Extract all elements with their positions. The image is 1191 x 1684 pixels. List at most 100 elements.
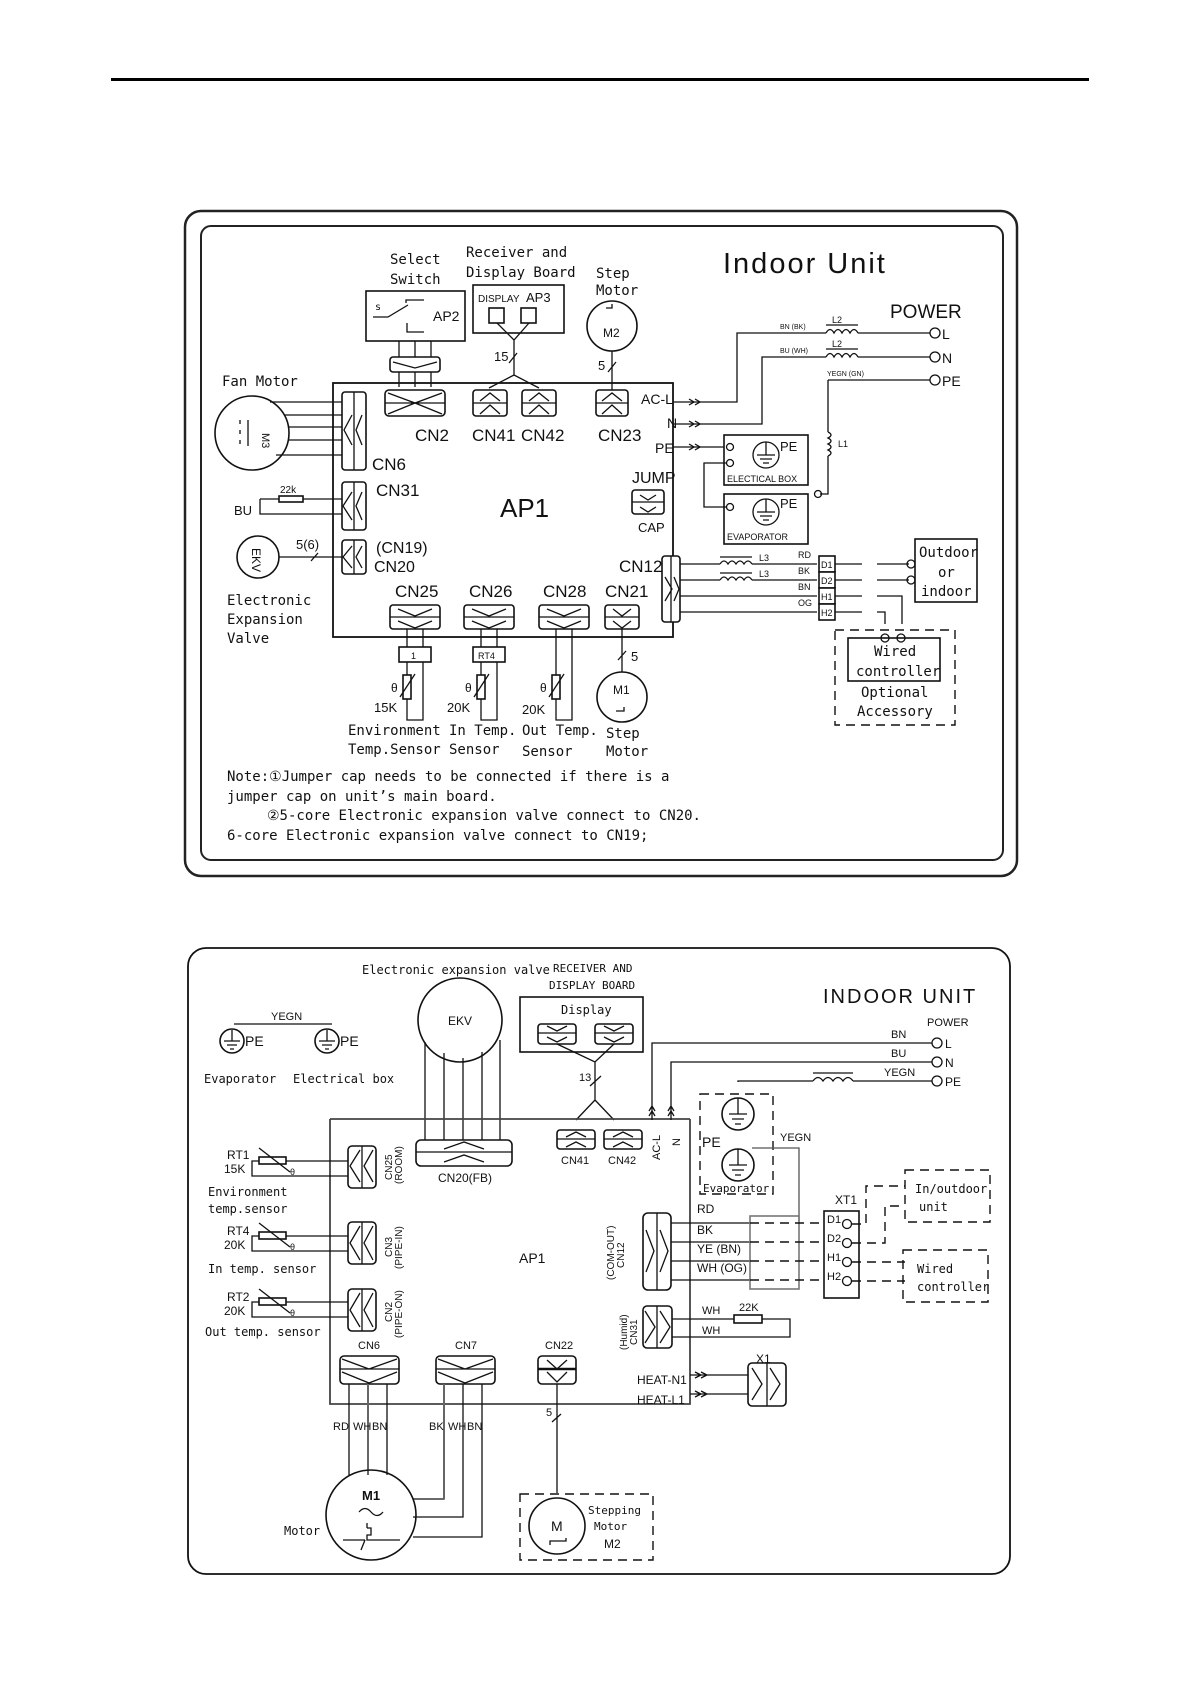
comm-wire-bk: BK [697, 1223, 713, 1237]
stepping-motor-label-2: Motor [594, 1520, 627, 1533]
wired-controller-box [902, 1249, 989, 1303]
select-switch: Select Switch s AP2 [365, 252, 466, 387]
cn2-label: CN2 [384, 1302, 395, 1322]
comm-wire-ye-bn: YE (BN) [697, 1242, 741, 1256]
humid-wire-2: WH [702, 1325, 720, 1337]
step-motor-label-1: Step [596, 266, 630, 282]
thermistor-icon [251, 1288, 348, 1318]
terminal-h2: H2 [821, 608, 833, 618]
theta-symbol: θ [465, 681, 472, 695]
note-line-4: 6-core Electronic expansion valve connec… [227, 828, 648, 844]
header-rule [111, 78, 1089, 81]
sensor-ref: RT2 [227, 1290, 250, 1304]
diagram2-title: INDOOR UNIT [823, 986, 977, 1008]
wire-og-label: OG [798, 598, 812, 608]
in-outdoor-unit-box [904, 1169, 991, 1223]
terminal-d1: D1 [821, 560, 833, 570]
evaporator-label: Evaporator [703, 1182, 770, 1195]
ground-evaporator-label: Evaporator [204, 1072, 276, 1086]
switch-symbol-label: s [375, 302, 381, 313]
motor-step-icon [549, 1538, 567, 1545]
ground-icon [757, 442, 775, 464]
heat-l1-label: HEAT-L1 [637, 1393, 685, 1407]
ekv-label-3: Valve [227, 631, 269, 647]
diagram1-power-label: POWER [890, 302, 962, 323]
cn42-label: CN42 [608, 1155, 636, 1167]
evaporator-label: EVAPORATOR [727, 532, 789, 542]
sensor-value: 15K [224, 1162, 245, 1176]
in-outdoor-label-2: unit [919, 1200, 948, 1214]
cn41-label: CN41 [561, 1155, 589, 1167]
cn25-sub-label: (ROOM) [394, 1146, 405, 1184]
sensor-rt1: RT1 15K θ Environment temp.sensor CN25 (… [208, 1145, 405, 1216]
thermistor-icon [399, 673, 416, 698]
pe-label: PE [780, 439, 798, 454]
resistor-22k-label: 22K [739, 1302, 759, 1314]
terminal-h1: H1 [821, 592, 833, 602]
ac-symbol-icon [358, 1507, 384, 1517]
note-line-2: jumper cap on unit’s main board. [227, 789, 497, 805]
inductor-l1-icon [826, 431, 832, 457]
ground-pe-1: PE [245, 1033, 264, 1049]
ground-icon [757, 499, 775, 521]
cn22-label: CN22 [545, 1340, 573, 1352]
wire-bu-label: BU [891, 1048, 906, 1060]
inductor-l3-label-2: L3 [759, 569, 769, 579]
ekv-label-2: Expansion [227, 612, 303, 628]
display-board: Receiver and Display Board DISPLAY AP3 1… [466, 245, 576, 389]
cn6-label: CN6 [358, 1340, 380, 1352]
fan-motor-ref: M1 [362, 1488, 380, 1503]
optional-label-1: Optional [861, 685, 928, 701]
cn20-connector [415, 1139, 513, 1167]
humidity-wire-label: BU [234, 503, 252, 518]
cn7-label: CN7 [455, 1340, 477, 1352]
sensor-in-temp: RT4 θ 20K In Temp. Sensor [447, 629, 516, 758]
wire-yegn-gn-label: YEGN (GN) [827, 371, 864, 378]
terminal-d2: D2 [827, 1233, 841, 1245]
ground-pe-2: PE [340, 1033, 359, 1049]
diagram1-outer-frame [183, 209, 1019, 878]
display-wire-count: 15 [494, 349, 508, 364]
sensor-value: 20K [224, 1238, 245, 1252]
main-board-ref: AP1 [500, 493, 549, 523]
inductor-icon [737, 1072, 932, 1083]
ekv-wire-count: 5(6) [296, 537, 319, 552]
diagram1-inner-frame [200, 225, 1004, 861]
sensor-label-2: temp.sensor [208, 1202, 287, 1216]
thermistor-icon [548, 673, 565, 698]
comm-wire-wh-og: WH (OG) [697, 1261, 747, 1275]
sensor-label-2: Sensor [449, 742, 500, 758]
step-motor-m1-label-2: Motor [606, 744, 648, 760]
terminal-h1: H1 [827, 1252, 841, 1264]
cn31-label: CN31 [629, 1319, 640, 1345]
cn31-label: CN31 [376, 481, 419, 500]
humid-wire-1: WH [702, 1305, 720, 1317]
thermistor-icon [251, 1222, 348, 1252]
display-board-label-2: DISPLAY BOARD [549, 979, 635, 992]
wired-controller-label-1: Wired [874, 644, 916, 660]
step-motor-m1-ref: M1 [613, 683, 630, 697]
select-switch-label-1: Select [390, 252, 441, 268]
select-switch-ref: AP2 [433, 308, 460, 324]
ground-icon [219, 1028, 245, 1054]
ground-wire-label: YEGN [271, 1011, 302, 1023]
pe-label: PE [780, 496, 798, 511]
fan-motor-ref: M3 [259, 433, 271, 448]
step-motor-m2: Step Motor M2 5 [586, 266, 638, 390]
cn21-label: CN21 [605, 582, 648, 601]
display-label: Display [561, 1003, 612, 1017]
terminal-n-label: N [667, 415, 677, 431]
cap-label: CAP [638, 520, 665, 535]
inductor-l2-icon [825, 328, 859, 359]
sensor-tag: RT4 [478, 651, 495, 661]
ground-electrical-box: PE ELECTICAL BOX [723, 434, 809, 486]
ekv-ref: EKV [448, 1014, 472, 1028]
evaporator-pe-label: PE [702, 1134, 721, 1150]
cn2-sub-label: (PIPE-ON) [394, 1290, 405, 1338]
stepping-motor-label-3: M2 [604, 1537, 621, 1551]
sensor-rt2: RT2 20K θ Out temp. sensor CN2 (PIPE-ON) [205, 1288, 405, 1339]
inductor-l1-label: L1 [838, 439, 848, 449]
cn41-label: CN41 [472, 426, 515, 445]
fan-motor-label: Motor [284, 1524, 320, 1538]
